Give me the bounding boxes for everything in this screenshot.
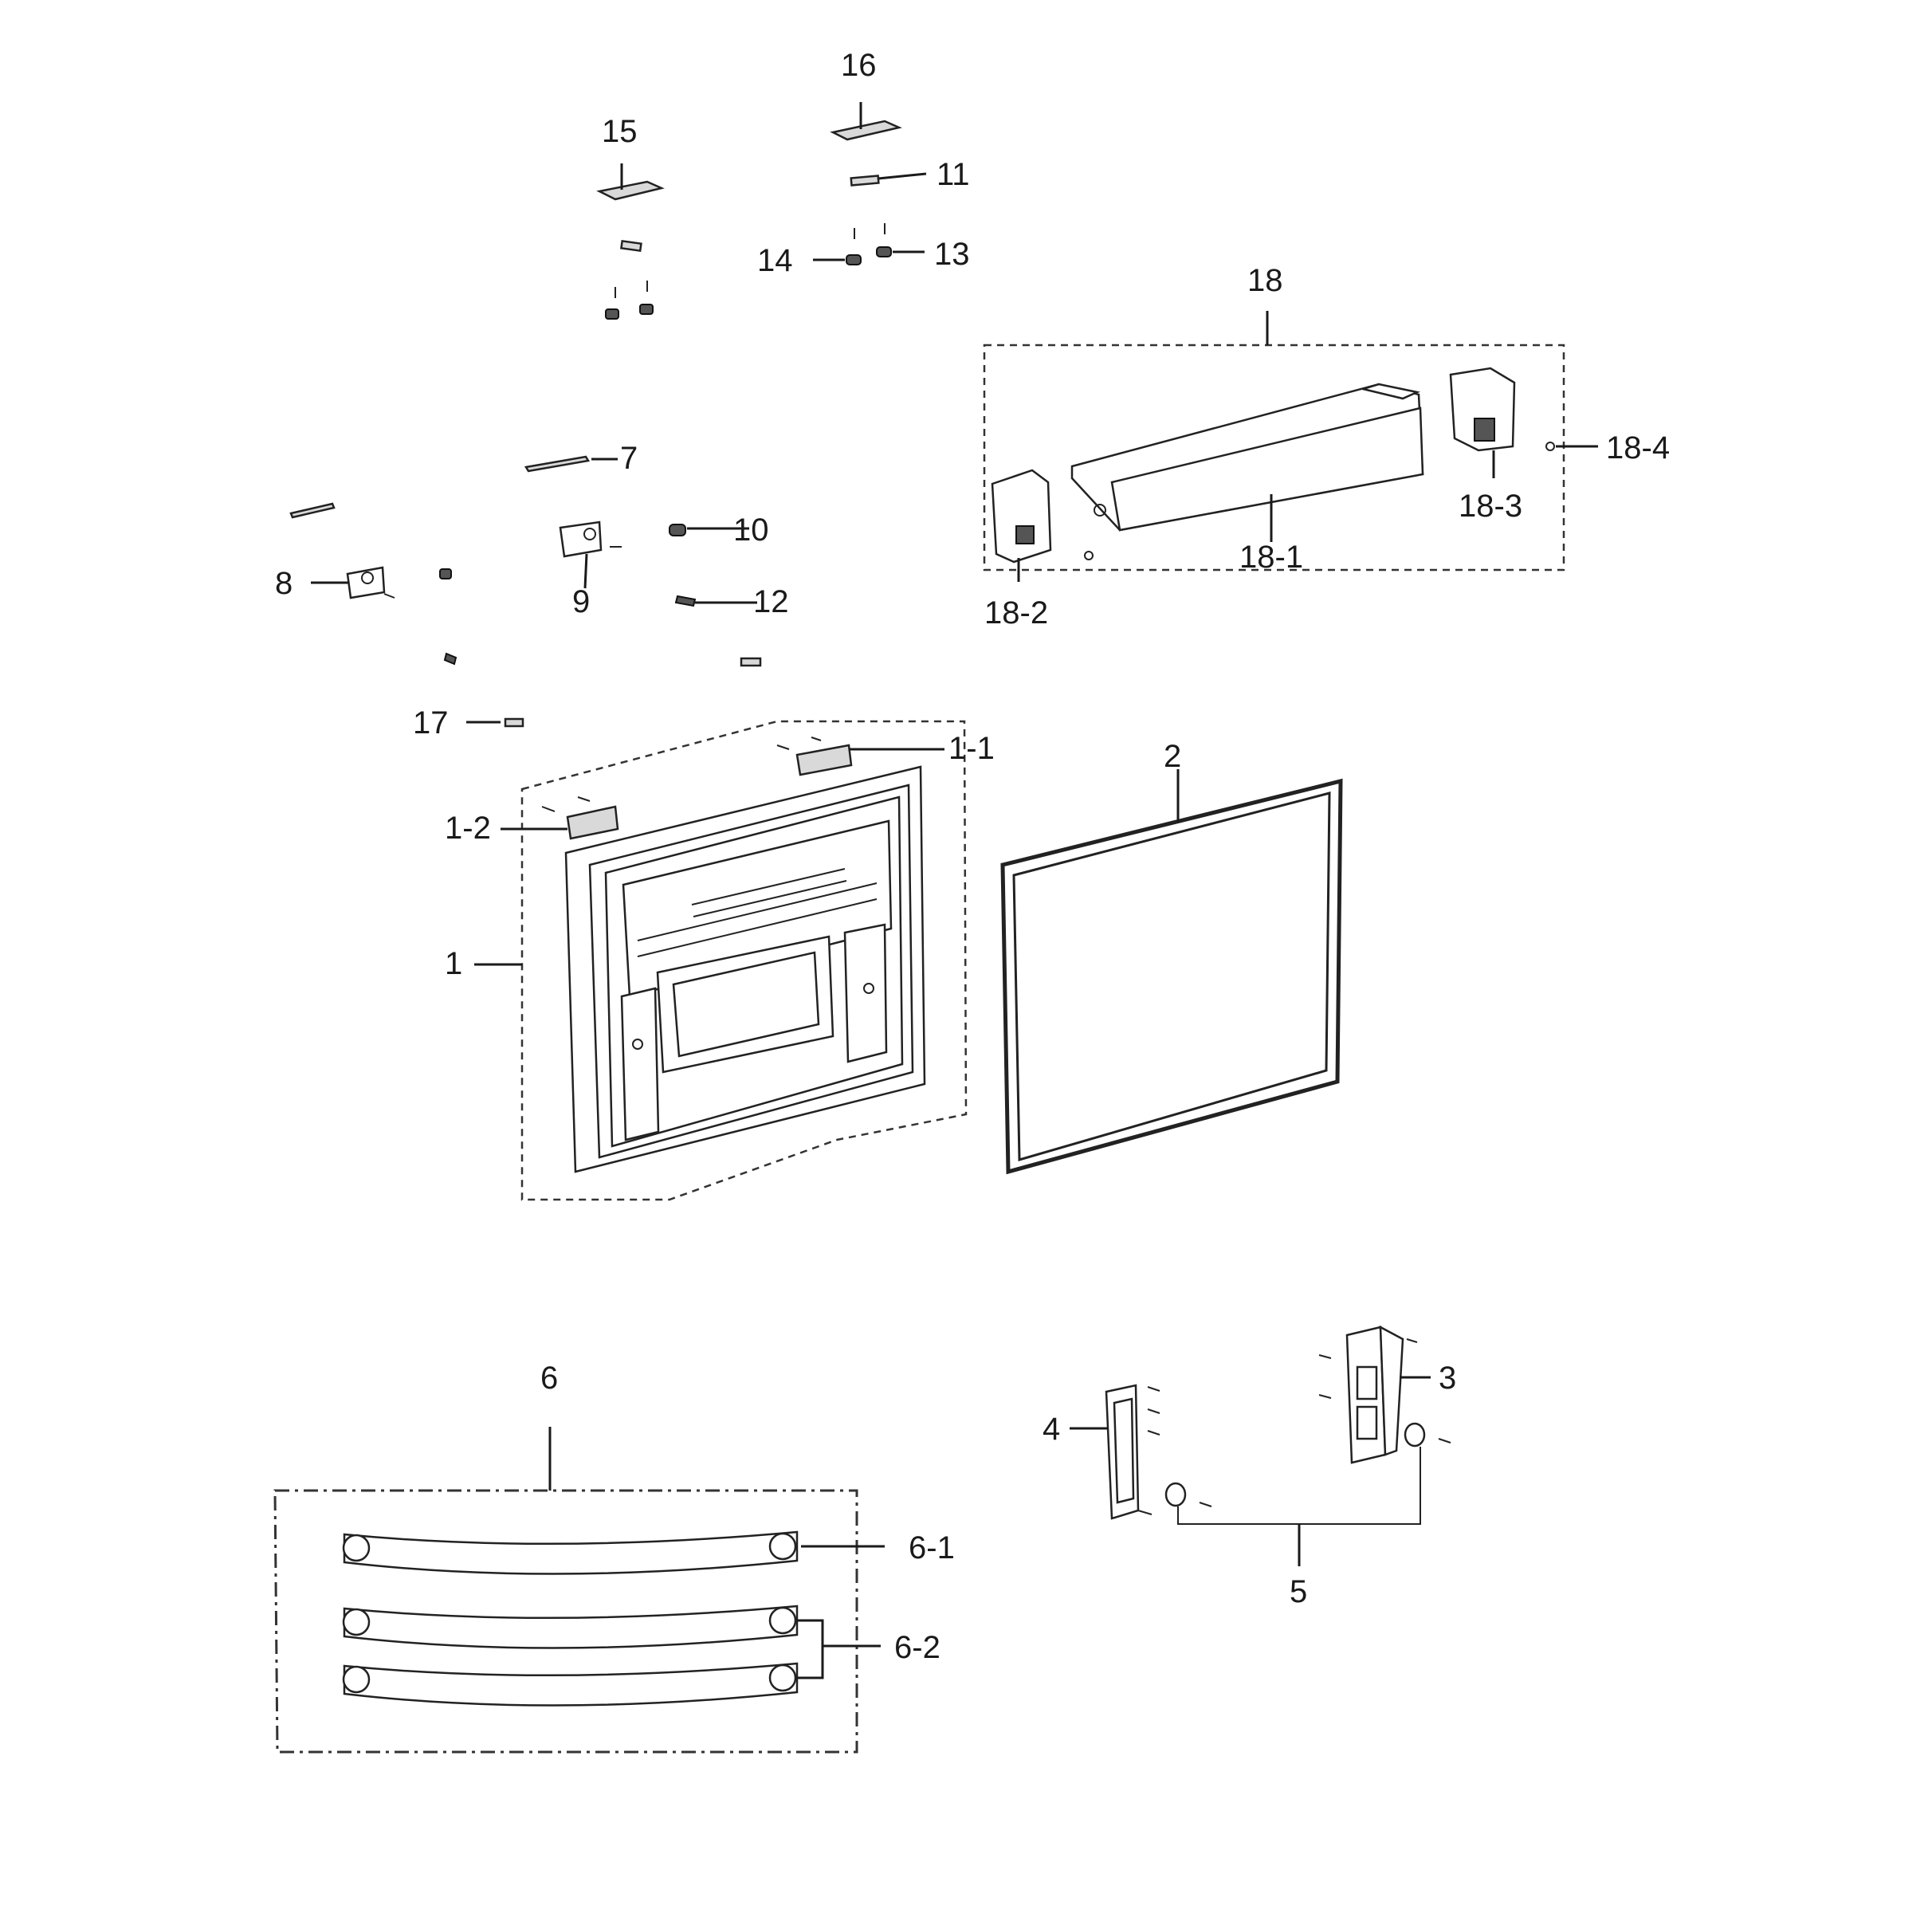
gasket-icon <box>1000 769 1343 1175</box>
label-11: 11 <box>937 157 970 192</box>
cover-15-icon <box>596 163 665 201</box>
label-8: 8 <box>275 566 293 601</box>
hinge-cap-icon <box>605 223 925 320</box>
label-1-2: 1-2 <box>445 811 491 846</box>
label-18-2: 18-2 <box>984 595 1048 630</box>
label-16: 16 <box>841 48 877 83</box>
label-13: 13 <box>934 237 970 272</box>
label-12: 12 <box>753 584 789 619</box>
label-1: 1 <box>445 946 462 981</box>
label-2: 2 <box>1164 739 1181 774</box>
label-15: 15 <box>602 114 638 149</box>
label-7: 7 <box>620 441 638 476</box>
door-assembly-icon <box>474 720 968 1201</box>
label-18-1: 18-1 <box>1239 540 1303 575</box>
label-5: 5 <box>1290 1574 1307 1609</box>
label-17: 17 <box>413 705 449 740</box>
handle-brackets-icon <box>1070 1325 1451 1566</box>
label-4: 4 <box>1043 1412 1060 1447</box>
label-3: 3 <box>1439 1361 1456 1396</box>
handles-assembly-icon <box>273 1427 885 1754</box>
hinge-parts-icon <box>289 455 762 728</box>
label-14: 14 <box>757 243 793 278</box>
label-18: 18 <box>1247 263 1283 298</box>
label-6-2: 6-2 <box>894 1630 940 1665</box>
label-18-4: 18-4 <box>1606 430 1670 465</box>
label-6-1: 6-1 <box>909 1530 955 1565</box>
label-10: 10 <box>733 513 769 548</box>
pin-small-icon <box>620 172 927 253</box>
cover-16-icon <box>830 102 902 141</box>
door-guard-assembly-icon <box>983 311 1598 582</box>
label-9: 9 <box>572 584 590 619</box>
label-6: 6 <box>540 1361 558 1396</box>
label-18-3: 18-3 <box>1459 489 1522 524</box>
label-1-1: 1-1 <box>948 731 995 766</box>
